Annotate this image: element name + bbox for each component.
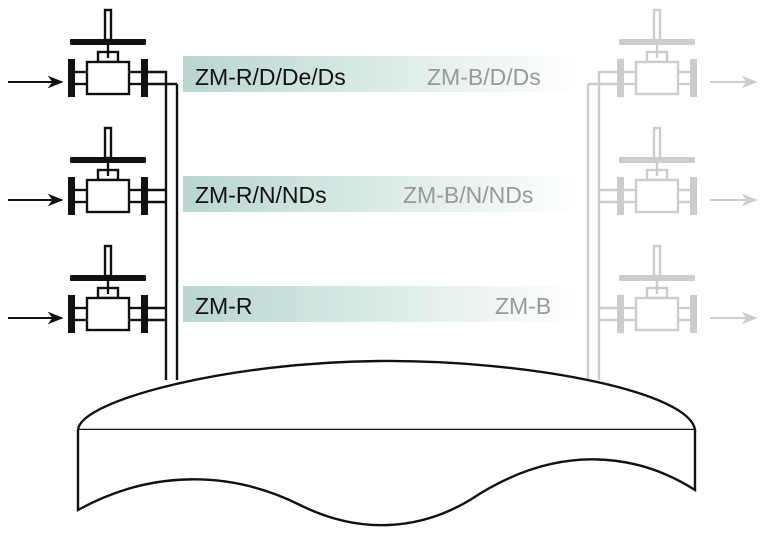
left-header-pipe bbox=[148, 70, 179, 380]
right-valve-1-icon bbox=[615, 8, 699, 99]
tank-icon bbox=[76, 359, 697, 527]
left-label-row-2: ZM-R/N/NDs bbox=[195, 182, 327, 208]
label-band-1 bbox=[183, 56, 583, 92]
left-label-row-3: ZM-R bbox=[195, 293, 253, 319]
right-label-row-2: ZM-B/N/NDs bbox=[403, 182, 534, 208]
left-valve-3-icon bbox=[66, 244, 150, 335]
right-header-pipe bbox=[586, 70, 617, 380]
left-valve-1-icon bbox=[66, 8, 150, 99]
right-label-row-1: ZM-B/D/Ds bbox=[427, 64, 541, 90]
label-band-2 bbox=[183, 176, 583, 212]
tank-body bbox=[76, 430, 697, 527]
right-valve-3-icon bbox=[615, 244, 699, 335]
right-outlet-arrows bbox=[710, 75, 758, 325]
right-label-row-3: ZM-B bbox=[495, 293, 552, 319]
right-valve-group bbox=[615, 8, 699, 335]
left-label-row-1: ZM-R/D/De/Ds bbox=[195, 64, 346, 90]
left-inlet-arrows bbox=[8, 75, 64, 325]
left-valve-group bbox=[66, 8, 150, 335]
label-band-3 bbox=[183, 286, 583, 322]
left-valve-2-icon bbox=[66, 126, 150, 217]
right-valve-2-icon bbox=[615, 126, 699, 217]
tank-dome bbox=[76, 359, 697, 432]
